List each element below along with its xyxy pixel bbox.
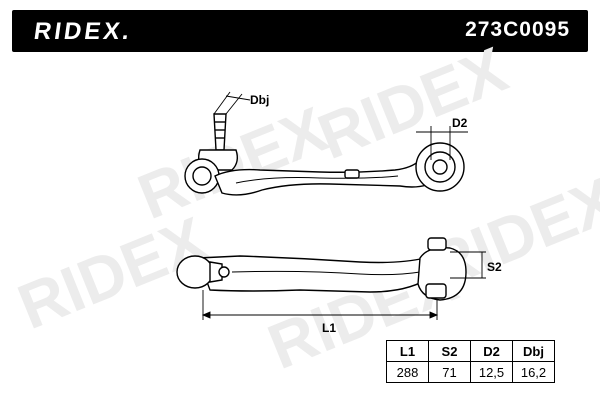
header-bar: RIDEX. 273C0095 bbox=[12, 10, 588, 52]
spec-table: L1 S2 D2 Dbj 288 71 12,5 16,2 bbox=[386, 340, 555, 383]
spec-value-dbj: 16,2 bbox=[512, 361, 555, 383]
d2-dimension bbox=[416, 126, 468, 160]
dbj-dimension bbox=[213, 91, 251, 115]
part-number: 273C0095 bbox=[465, 18, 570, 41]
spec-value-s2: 71 bbox=[428, 361, 471, 383]
s2-dimension bbox=[450, 251, 486, 279]
spec-header-dbj: Dbj bbox=[512, 340, 555, 362]
dim-label-l1: L1 bbox=[322, 321, 336, 335]
dim-label-s2: S2 bbox=[487, 260, 502, 274]
l1-dimension bbox=[201, 290, 439, 320]
spec-header-s2: S2 bbox=[428, 340, 471, 362]
arm-side-view bbox=[176, 237, 467, 301]
dim-label-d2: D2 bbox=[452, 116, 468, 130]
watermark: RIDEX RIDEX RIDEX RIDEX RIDEX bbox=[8, 33, 600, 383]
dim-label-dbj: Dbj bbox=[250, 93, 269, 107]
watermark-text: RIDEX bbox=[308, 33, 517, 173]
spec-header-d2: D2 bbox=[470, 340, 513, 362]
spec-header-l1: L1 bbox=[386, 340, 429, 362]
spec-table-header-row: L1 S2 D2 Dbj bbox=[386, 340, 555, 362]
arm-top-view bbox=[184, 113, 465, 196]
spec-value-l1: 288 bbox=[386, 361, 429, 383]
spec-value-d2: 12,5 bbox=[470, 361, 513, 383]
spec-table-value-row: 288 71 12,5 16,2 bbox=[386, 361, 555, 383]
